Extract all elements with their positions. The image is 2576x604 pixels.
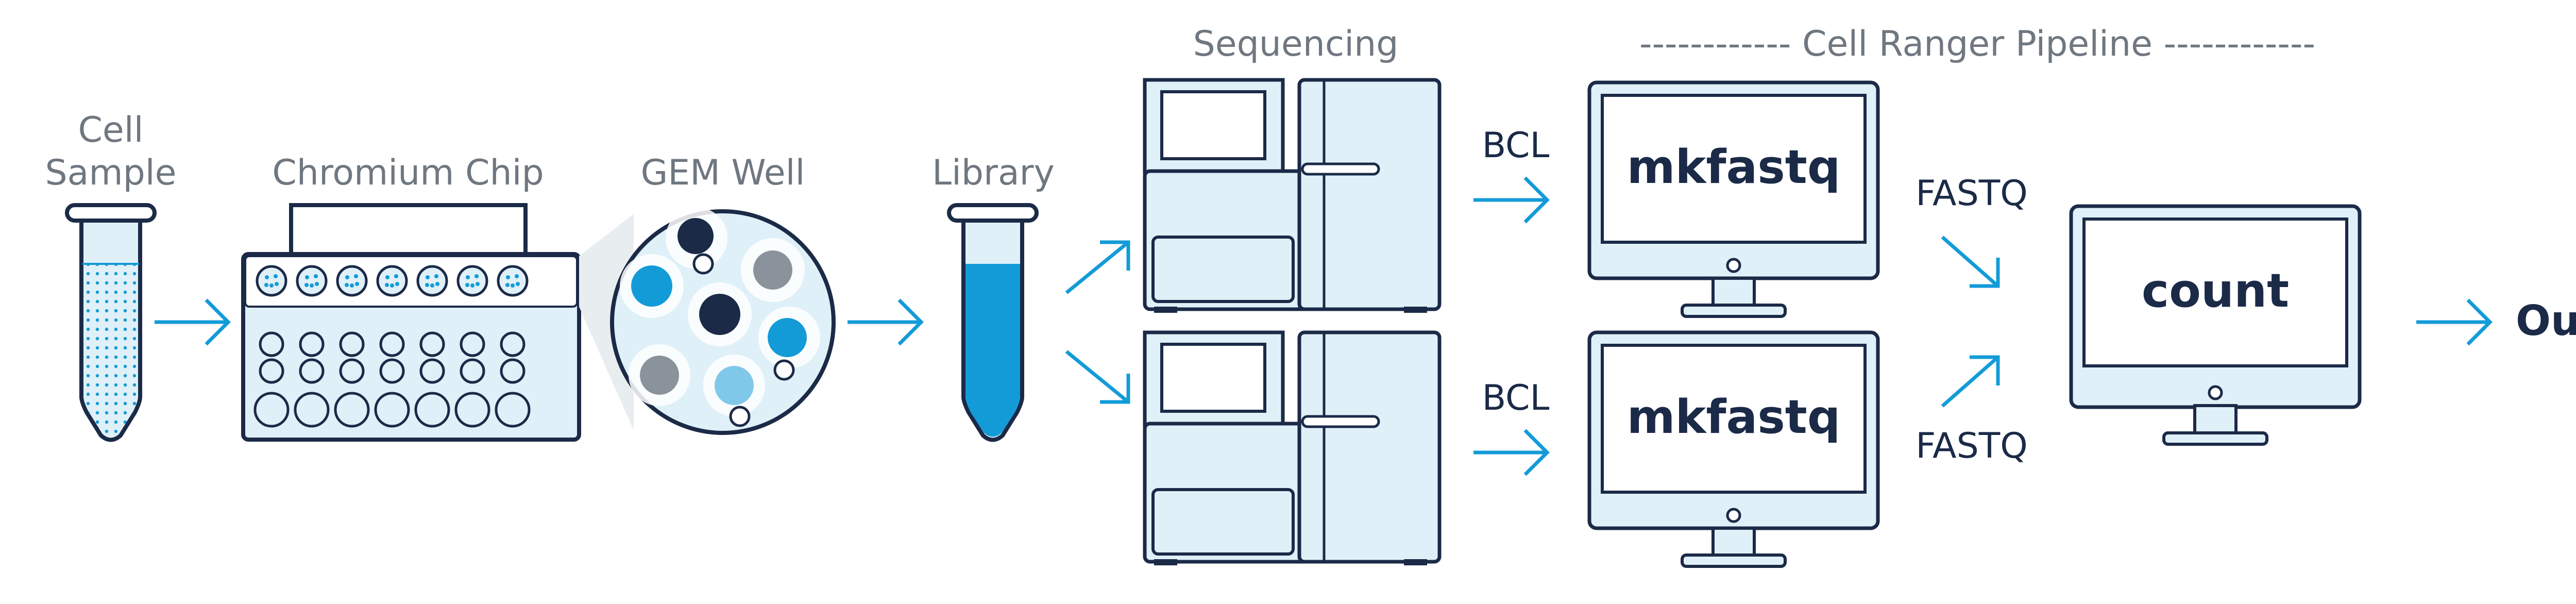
chip-well-dot xyxy=(506,275,510,279)
chip-well-dot xyxy=(350,283,354,288)
chip-well xyxy=(454,392,490,428)
gem-well-icon xyxy=(610,207,836,435)
chip-well-dot xyxy=(466,275,470,279)
chip-well xyxy=(299,331,325,357)
chip-well xyxy=(500,358,526,384)
chip-well-dot xyxy=(434,274,438,278)
chip-well xyxy=(379,358,405,384)
chip-well xyxy=(334,392,370,428)
chip-well-dot xyxy=(310,283,314,288)
library-tube-icon xyxy=(947,203,1039,442)
arrow-icon xyxy=(1941,355,2000,408)
chip-well xyxy=(339,331,365,357)
chip-well xyxy=(419,331,445,357)
chip-well-dot xyxy=(474,274,479,278)
chip-well-dot xyxy=(425,283,429,287)
chip-well-dot xyxy=(315,282,319,286)
chip-well-dot xyxy=(355,282,359,286)
cell-sample-label-line2: Sample xyxy=(45,153,177,193)
gem-well-label: GEM Well xyxy=(641,153,805,193)
cell-ranger-pipeline-label: ------------ Cell Ranger Pipeline ------… xyxy=(1639,24,2315,64)
chip-well xyxy=(460,358,485,384)
chip-well xyxy=(500,331,526,357)
arrow-icon xyxy=(1473,176,1550,224)
bcl-label-top: BCL xyxy=(1482,125,1550,166)
chip-well-dot xyxy=(275,282,279,286)
chip-well xyxy=(296,265,328,297)
chip-well xyxy=(336,265,368,297)
chip-well xyxy=(376,265,408,297)
split-arrow-up-icon xyxy=(1065,240,1130,294)
chip-well-dot xyxy=(511,283,515,288)
chip-well-dot xyxy=(390,283,394,288)
library-label: Library xyxy=(932,153,1055,193)
chip-well-dot xyxy=(305,275,309,279)
chip-well-dot xyxy=(465,283,469,287)
chip-well xyxy=(299,358,325,384)
sequencer-top-icon xyxy=(1143,78,1442,313)
chip-well-dot xyxy=(264,283,268,287)
chromium-chip-label: Chromium Chip xyxy=(272,153,544,193)
chip-well-dot xyxy=(394,274,398,278)
cell-sample-label-line1: Cell xyxy=(78,110,143,150)
monitor-count-icon xyxy=(2069,204,2362,446)
split-arrow-down-icon xyxy=(1065,350,1130,404)
chip-well xyxy=(456,265,488,297)
chip-well xyxy=(460,331,485,357)
chip-well xyxy=(339,358,365,384)
chip-well xyxy=(495,392,531,428)
arrow-icon xyxy=(155,298,231,346)
fastq-label-bottom: FASTQ xyxy=(1916,426,2028,466)
chip-well-dot xyxy=(269,283,274,288)
chip-well-dot xyxy=(426,275,430,279)
chip-well-dot xyxy=(265,275,269,279)
chip-well-dot xyxy=(304,283,309,287)
chromium-chip-icon xyxy=(241,203,581,442)
chip-well xyxy=(253,392,290,428)
chip-well xyxy=(256,265,287,297)
arrow-icon xyxy=(848,298,924,346)
chip-well xyxy=(414,392,450,428)
chip-well xyxy=(374,392,410,428)
chip-well-dot xyxy=(476,282,480,286)
zoom-cone xyxy=(579,214,634,430)
fastq-label-top: FASTQ xyxy=(1916,173,2028,214)
chip-well xyxy=(259,331,284,357)
chip-well xyxy=(379,331,405,357)
chip-well-dot xyxy=(505,283,510,287)
mkfastq-top-screen-text: mkfastq xyxy=(1627,140,1841,194)
monitor-mkfastq-top-icon xyxy=(1587,80,1880,318)
mkfastq-bottom-screen-text: mkfastq xyxy=(1627,390,1841,444)
bcl-label-bottom: BCL xyxy=(1482,378,1550,418)
chip-well-dot xyxy=(470,283,474,288)
chip-well xyxy=(497,265,529,297)
monitor-mkfastq-bottom-icon xyxy=(1587,330,1880,568)
chip-well xyxy=(259,358,284,384)
count-screen-text: count xyxy=(2142,264,2289,318)
chip-well-dot xyxy=(515,274,519,278)
chip-well-dot xyxy=(385,275,389,279)
chip-well-dot xyxy=(385,283,389,287)
cell-sample-tube-icon xyxy=(65,203,157,442)
sequencing-label: Sequencing xyxy=(1193,24,1399,64)
arrow-icon xyxy=(2416,298,2493,346)
arrow-icon xyxy=(1473,429,1550,476)
output-label: Output xyxy=(2516,297,2576,345)
chip-well-dot xyxy=(430,283,434,288)
sequencer-bottom-icon xyxy=(1143,330,1442,565)
chip-well-dot xyxy=(395,282,399,286)
chip-well xyxy=(416,265,448,297)
chip-well xyxy=(419,358,445,384)
chip-well-dot xyxy=(435,282,439,286)
chip-well-dot xyxy=(516,282,520,286)
chip-well-dot xyxy=(314,274,318,278)
chip-well-dot xyxy=(345,275,349,279)
chip-well-dot xyxy=(274,274,278,278)
chip-well-dot xyxy=(354,274,358,278)
arrow-icon xyxy=(1941,236,2000,288)
chip-well xyxy=(294,392,330,428)
chip-well-dot xyxy=(345,283,349,287)
